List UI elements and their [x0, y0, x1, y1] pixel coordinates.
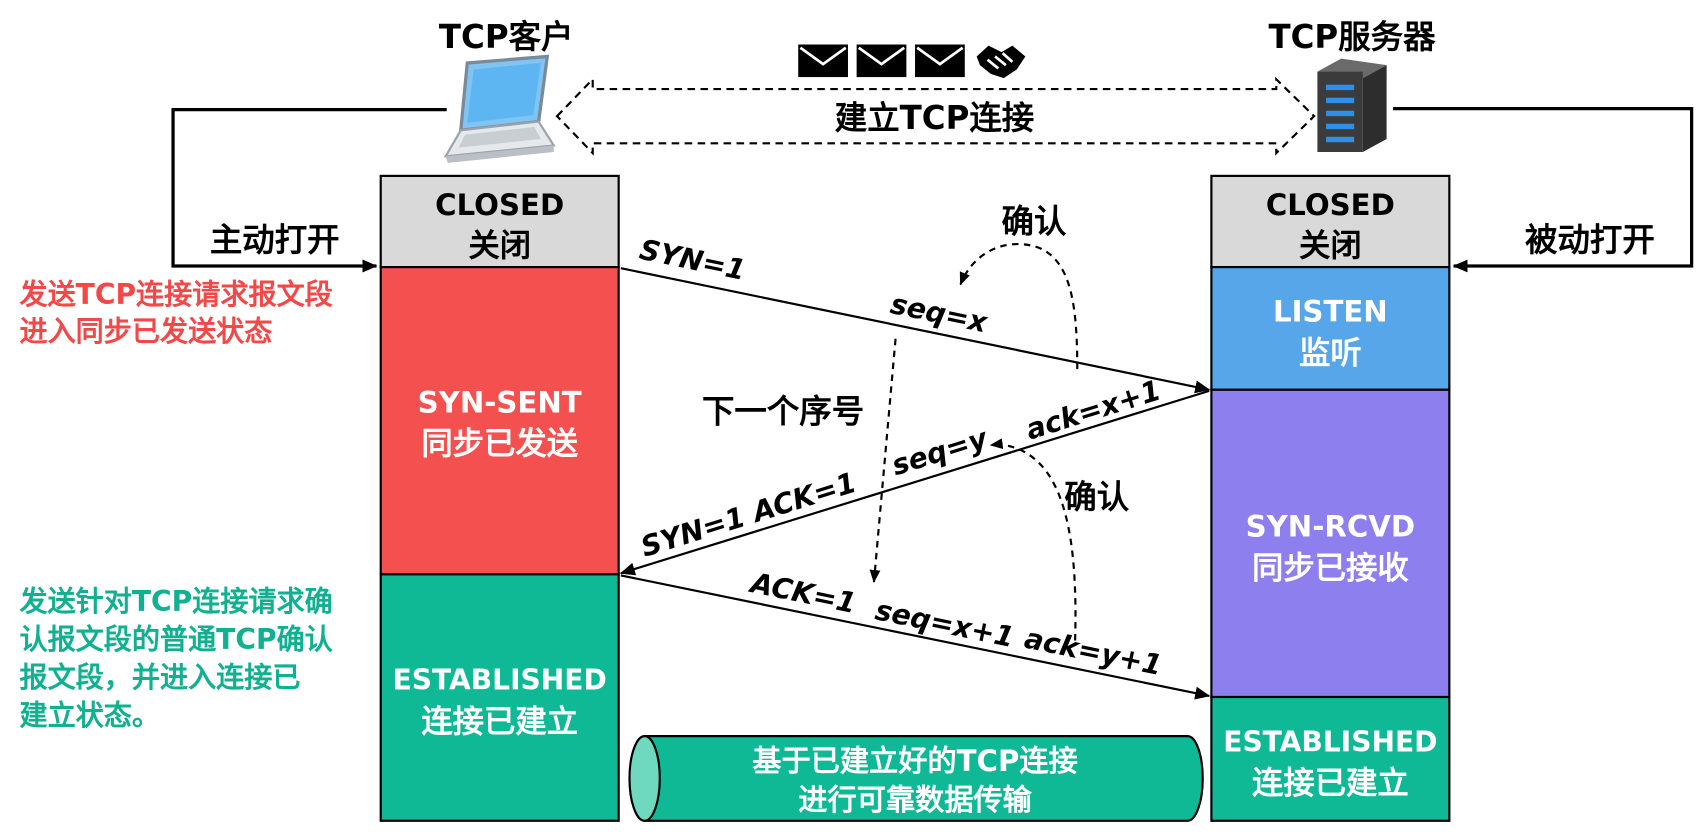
passive-open-label: 被动打开	[1525, 221, 1655, 259]
note-red-line2: 进入同步已发送状态	[19, 315, 272, 348]
server-synrcvd-box	[1210, 388, 1451, 699]
client-established-box	[379, 573, 620, 822]
m1-flags: SYN=1	[637, 233, 749, 287]
laptop-icon	[443, 54, 556, 163]
connection-double-arrow	[555, 76, 1316, 156]
envelope-icon	[798, 44, 848, 78]
envelope-icon	[915, 44, 965, 78]
client-synsent-cn: 同步已发送	[421, 426, 578, 462]
ack-arrow	[620, 574, 1211, 700]
synack-arrow	[619, 389, 1210, 576]
confirm-bottom-curve	[989, 438, 1077, 641]
m3-seq: seq=x+1	[873, 593, 1017, 654]
note-green-line2: 认报文段的普通TCP确认	[19, 623, 333, 656]
m2-ack: ack=x+1	[1022, 374, 1165, 447]
server-listen-cn: 监听	[1299, 336, 1362, 372]
client-closed-cn: 关闭	[468, 228, 531, 264]
handshake-icon	[976, 45, 1026, 79]
data-transfer-pipe	[628, 735, 1204, 822]
server-state-column: CLOSED 关闭 LISTEN 监听 SYN-RCVD 同步已接收 ESTAB…	[1210, 174, 1451, 822]
note-green-line1: 发送针对TCP连接请求确	[18, 585, 332, 618]
client-closed-box	[379, 174, 620, 269]
confirm-top-curve	[959, 243, 1079, 370]
server-listen-en: LISTEN	[1273, 294, 1388, 328]
m2-seq: seq=y	[888, 421, 993, 482]
server-title: TCP服务器	[1268, 18, 1436, 56]
confirm-bottom-label: 确认	[1064, 478, 1129, 516]
server-icon	[1317, 58, 1387, 152]
m1-seq: seq=x	[888, 287, 991, 339]
server-closed-en: CLOSED	[1266, 188, 1395, 222]
client-established-cn: 连接已建立	[421, 703, 578, 740]
connection-label: 建立TCP连接	[835, 99, 1034, 137]
server-synrcvd-cn: 同步已接收	[1252, 551, 1409, 587]
active-open-label: 主动打开	[210, 221, 340, 259]
client-synsent-en: SYN-SENT	[418, 386, 582, 420]
syn-arrow	[620, 267, 1211, 394]
next-seq-arrow	[869, 338, 897, 584]
passive-open-arrow	[1393, 106, 1694, 273]
confirm-top-label: 确认	[1002, 202, 1067, 240]
next-seq-label: 下一个序号	[702, 392, 864, 430]
server-established-box	[1210, 695, 1451, 822]
server-established-cn: 连接已建立	[1252, 765, 1409, 802]
client-closed-en: CLOSED	[435, 188, 564, 222]
client-synsent-box	[379, 265, 620, 576]
server-closed-box	[1210, 174, 1451, 269]
pipe-line1: 基于已建立好的TCP连接	[752, 744, 1077, 778]
client-title: TCP客户	[439, 18, 574, 56]
note-green-line4: 建立状态。	[19, 699, 160, 732]
client-established-en: ESTABLISHED	[393, 663, 607, 696]
m2-flags: SYN=1 ACK=1	[637, 466, 860, 564]
server-closed-cn: 关闭	[1299, 228, 1362, 264]
server-established-en: ESTABLISHED	[1223, 725, 1437, 758]
active-open-arrow	[171, 108, 447, 273]
server-synrcvd-en: SYN-RCVD	[1246, 509, 1415, 543]
envelope-icon	[856, 44, 907, 78]
client-state-column: CLOSED 关闭 SYN-SENT 同步已发送 ESTABLISHED 连接已…	[379, 174, 620, 822]
note-red-line1: 发送TCP连接请求报文段	[18, 278, 333, 311]
note-green-line3: 报文段，并进入连接已	[19, 661, 300, 694]
server-listen-box	[1210, 265, 1451, 391]
pipe-line2: 进行可靠数据传输	[798, 783, 1032, 817]
